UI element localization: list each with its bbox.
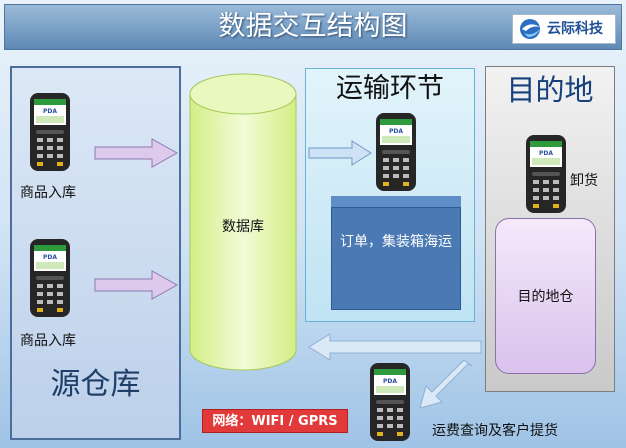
logo-text: 云际科技 [547, 21, 603, 37]
right-arrow-icon [94, 270, 178, 300]
order-label: 订单，集装箱海运 [340, 234, 452, 250]
goods-inbound-label: 商品入库 [20, 185, 76, 201]
network-badge: 网络：WIFI / GPRS [202, 409, 348, 433]
transport-title: 运输环节 [336, 73, 444, 104]
svg-text:PDA: PDA [43, 108, 57, 115]
diagonal-arrow-icon [419, 360, 473, 409]
freight-query-label: 运费查询及客户提货 [432, 423, 558, 439]
source-warehouse-title: 源仓库 [50, 367, 141, 402]
order-box-header [331, 196, 461, 208]
unload-label: 卸货 [570, 173, 598, 189]
page-title: 数据交互结构图 [218, 11, 408, 42]
destination-warehouse-label: 目的地仓 [517, 289, 574, 305]
pda-device-icon: PDA [370, 363, 410, 441]
pda-device-icon: PDA [526, 135, 566, 213]
svg-text:PDA: PDA [389, 128, 403, 135]
destination-warehouse-box [495, 218, 596, 374]
pda-device-icon: PDA [376, 113, 416, 191]
goods-inbound-label: 商品入库 [20, 333, 76, 349]
database-label: 数据库 [222, 219, 264, 235]
svg-text:PDA: PDA [43, 254, 57, 261]
right-arrow-icon [94, 138, 178, 168]
left-arrow-icon [308, 333, 482, 361]
right-arrow-icon [308, 140, 372, 166]
database-cylinder-icon [189, 73, 297, 371]
pda-device-icon: PDA [30, 93, 70, 171]
logo-icon [520, 19, 540, 39]
svg-text:PDA: PDA [539, 150, 553, 157]
destination-title: 目的地 [506, 73, 594, 107]
svg-text:PDA: PDA [383, 378, 397, 385]
pda-device-icon: PDA [30, 239, 70, 317]
order-box [331, 196, 461, 310]
